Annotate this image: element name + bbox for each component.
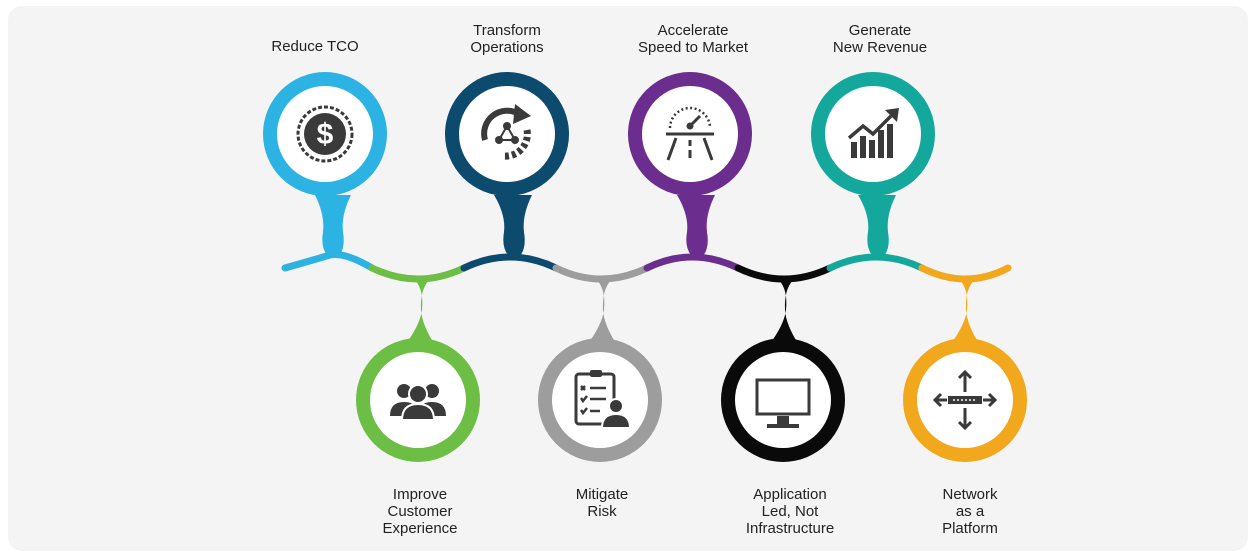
label-accelerate-speed: Accelerate Speed to Market xyxy=(637,22,749,56)
checklist-person-icon xyxy=(574,370,632,429)
stem-network-platform xyxy=(950,280,980,345)
stems xyxy=(315,195,980,345)
label-application-led: Application Led, Not Infrastructure xyxy=(745,486,835,537)
connector-ribbon xyxy=(281,251,1012,283)
ribbon-segment-gray xyxy=(552,264,651,283)
bottom-circles xyxy=(356,338,1027,462)
stem-mitigate-risk xyxy=(587,280,617,345)
operations-cycle-icon xyxy=(481,104,531,160)
ribbon-segment-black xyxy=(734,264,834,283)
ribbon-segment-orange xyxy=(918,264,1012,283)
label-transform-operations: Transform Operations xyxy=(470,22,544,56)
ribbon-segment-navy xyxy=(460,253,560,272)
label-generate-revenue: Generate New Revenue xyxy=(832,22,928,56)
dollar-icon: $ xyxy=(296,105,354,163)
label-customer-experience: Improve Customer Experience xyxy=(382,486,458,537)
stem-customer-experience xyxy=(405,280,435,345)
svg-text:$: $ xyxy=(317,118,334,151)
stem-transform-operations xyxy=(494,195,532,258)
ribbon-segment-teal xyxy=(826,253,926,272)
top-circles xyxy=(263,72,935,196)
stem-application-led xyxy=(769,280,799,345)
label-network-platform: Network as a Platform xyxy=(942,486,998,537)
people-group-icon xyxy=(390,384,446,421)
ribbon-segment-green xyxy=(368,264,468,283)
stem-accelerate-speed xyxy=(677,195,715,258)
stem-generate-revenue xyxy=(858,195,896,258)
label-reduce-tco: Reduce TCO xyxy=(271,38,359,55)
ribbon-segment-purple xyxy=(643,253,742,272)
monitor-icon xyxy=(755,378,811,428)
network-arrows-icon xyxy=(932,369,998,431)
speedometer-road-icon xyxy=(666,106,714,161)
growth-chart-icon xyxy=(847,108,899,158)
stem-reduce-tco xyxy=(315,195,351,258)
label-mitigate-risk: Mitigate Risk xyxy=(575,486,629,520)
